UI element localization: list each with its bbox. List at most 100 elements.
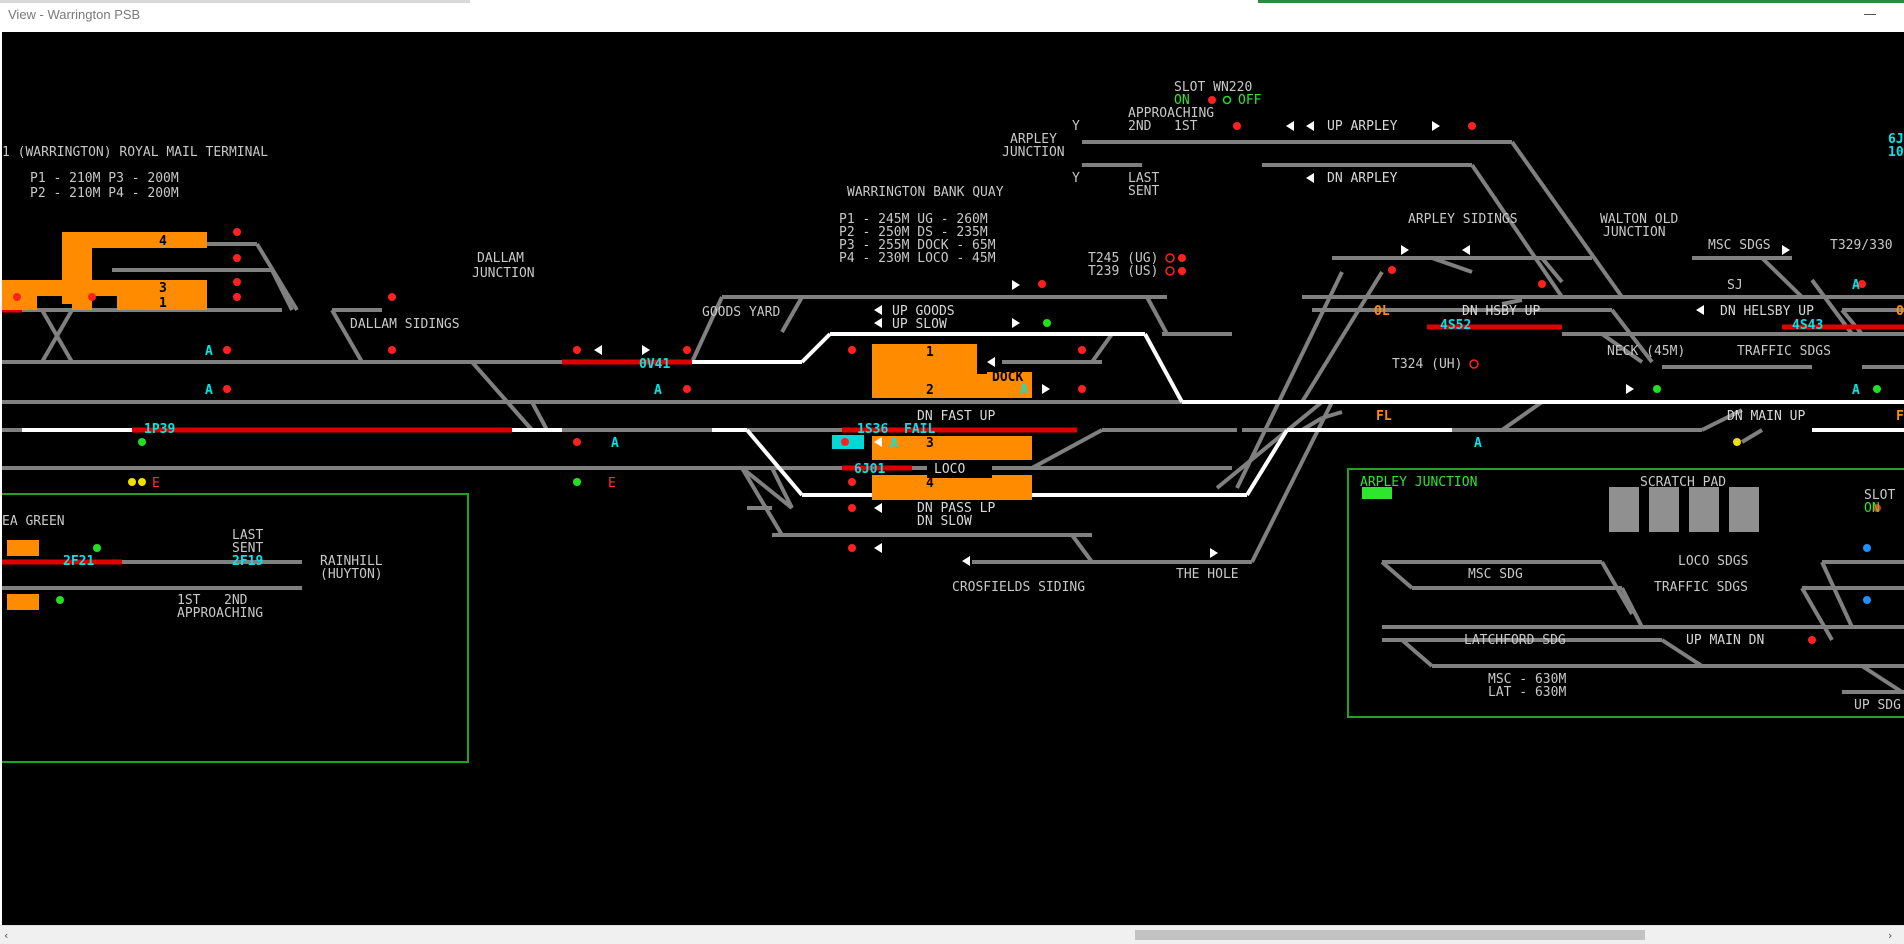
rmt-platform-4 — [62, 232, 207, 248]
arrow-left-icon — [1462, 245, 1470, 255]
background-window-strip — [1258, 0, 1904, 3]
warrington-bank-quay-label: WARRINGTON BANK QUAY — [847, 185, 1004, 200]
signal-red — [848, 478, 856, 486]
inset-title: ARPLEY JUNCTION — [1360, 475, 1477, 490]
aspect-a-label: A — [611, 436, 619, 451]
signal-red — [1873, 504, 1881, 512]
loco-label-bg — [927, 462, 992, 478]
rmt-platform-number-4: 4 — [159, 234, 167, 249]
up-sdg-label: UP SDG — [1854, 698, 1901, 713]
up-main-dn-label: UP MAIN DN — [1686, 633, 1764, 648]
msc-length-label: MSC - 630M — [1488, 672, 1566, 687]
dn-slow-label: DN SLOW — [917, 514, 972, 529]
dallam-sidings-label: DALLAM SIDINGS — [350, 317, 460, 332]
scrollbar-thumb[interactable] — [1135, 930, 1645, 940]
arrow-right-icon — [1012, 280, 1020, 290]
approaching-b-label: APPROACHING — [177, 606, 263, 621]
slot-off-label: OFF — [1238, 93, 1262, 108]
second-label: 2ND — [1128, 119, 1152, 134]
window-title: View - Warrington PSB — [8, 7, 141, 22]
arrow-right-icon — [1432, 121, 1440, 131]
scratch-pad-grid — [1609, 487, 1759, 532]
arrow-left-icon — [874, 543, 882, 553]
window-title-bar: View - Warrington PSB — [0, 0, 1904, 32]
wbq-platform-number-3: 3 — [926, 436, 934, 451]
scroll-right-icon[interactable]: › — [1888, 929, 1893, 942]
first-b-label: 1ST — [177, 593, 201, 608]
minimize-icon[interactable] — [1862, 6, 1878, 22]
t324-label: T324 (UH) — [1392, 357, 1462, 372]
the-hole-label: THE HOLE — [1176, 567, 1239, 582]
signal-red — [1858, 280, 1866, 288]
signal-red — [1468, 122, 1476, 130]
dn-arpley-label: DN ARPLEY — [1327, 171, 1398, 186]
up-slow-label: UP SLOW — [892, 317, 947, 332]
occupied-track-layer — [2, 307, 1904, 565]
rmt-platform-2b — [72, 296, 92, 310]
sea-green-block-upper — [7, 540, 39, 556]
arrow-right-icon — [1782, 245, 1790, 255]
right-edge-10-label: 10 — [1888, 145, 1904, 160]
arrow-left-icon — [874, 503, 882, 513]
right-edge-f-label: F — [1896, 409, 1904, 424]
td-4s52: 4S52 — [1440, 318, 1471, 333]
sea-green-label: EA GREEN — [2, 514, 65, 529]
dallam-junction-label-2: JUNCTION — [472, 266, 535, 281]
signal-red — [683, 346, 691, 354]
signal-red — [223, 385, 231, 393]
wbq-platform-number-2: 2 — [926, 383, 934, 398]
signal-red — [573, 438, 581, 446]
walton-old-label-2: JUNCTION — [1603, 225, 1666, 240]
scratch-pad-label: SCRATCH PAD — [1640, 475, 1726, 490]
signal-green — [1873, 385, 1881, 393]
signal-red — [1243, 254, 1251, 262]
scroll-left-icon[interactable]: ‹ — [4, 929, 9, 942]
signal-red — [233, 228, 241, 236]
aspect-a-label: A — [1852, 278, 1860, 293]
inset-traffic-sdgs-label: TRAFFIC SDGS — [1654, 580, 1748, 595]
signal-red — [233, 293, 241, 301]
arrow-right-icon — [1626, 384, 1634, 394]
arpley-junction-label-1: ARPLEY — [1010, 132, 1057, 147]
horizontal-scrollbar[interactable]: ‹ › — [0, 925, 1904, 944]
royal-mail-terminal-label: 1 (WARRINGTON) ROYAL MAIL TERMINAL — [2, 145, 268, 160]
td-4s43: 4S43 — [1792, 318, 1823, 333]
dn-main-up-label: DN MAIN UP — [1727, 409, 1805, 424]
arrow-right-icon — [642, 345, 650, 355]
wbq-lengths-row-2: P2 - 250M DS - 235M — [839, 225, 988, 240]
direction-arrow-layer — [594, 121, 1790, 566]
signal-red — [1078, 346, 1086, 354]
lat-length-label: LAT - 630M — [1488, 685, 1566, 700]
wbq-dock-label-bg — [987, 372, 1032, 386]
arrow-left-icon — [987, 357, 995, 367]
neck-label: NECK (45M) — [1607, 344, 1685, 359]
t239-label: T239 (US) — [1088, 264, 1158, 279]
signal-red — [848, 544, 856, 552]
signal-red — [841, 438, 849, 446]
arrow-left-icon — [1286, 121, 1294, 131]
signal-green — [1653, 385, 1661, 393]
y-lower-label: Y — [1072, 171, 1080, 186]
dn-hsby-up-label: DN HSBY UP — [1462, 304, 1540, 319]
track-diagram: 1 (WARRINGTON) ROYAL MAIL TERMINAL P1 - … — [2, 80, 1904, 763]
signalling-diagram-canvas[interactable]: 1 (WARRINGTON) ROYAL MAIL TERMINAL P1 - … — [2, 32, 1904, 935]
signal-red — [88, 293, 96, 301]
signal-red — [233, 278, 241, 286]
signal-red — [848, 346, 856, 354]
signal-red — [1038, 280, 1046, 288]
arpley-sidings-label: ARPLEY SIDINGS — [1408, 212, 1518, 227]
aspect-e-label: E — [608, 476, 616, 491]
arrow-right-icon — [1210, 548, 1218, 558]
signal-red — [1178, 254, 1186, 262]
walton-old-label-1: WALTON OLD — [1600, 212, 1678, 227]
signal-red — [388, 293, 396, 301]
aspect-a-label: A — [1020, 383, 1028, 398]
signal-green — [93, 544, 101, 552]
slot-wn220-label: SLOT WN220 — [1174, 80, 1252, 95]
rmt-platform-number-3: 3 — [159, 281, 167, 296]
traffic-sdgs-label: TRAFFIC SDGS — [1737, 344, 1831, 359]
signal-layer — [13, 96, 1881, 644]
approaching-label: APPROACHING — [1128, 106, 1214, 121]
wbq-platform-1 — [872, 344, 977, 374]
rainhill-label-2: (HUYTON) — [320, 567, 383, 582]
